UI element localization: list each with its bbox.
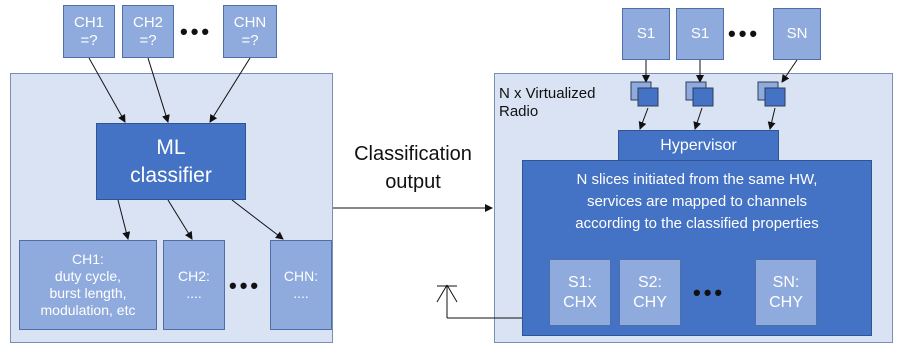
virt-line2: Radio [499,103,539,120]
channel-box-ch2: CH2 =? [122,5,174,58]
slice-top-label: SN [786,25,808,42]
slice-name: SN: [772,273,800,291]
main-text-line2: services are mapped to channels [586,193,808,210]
middle-line2: output [385,171,441,193]
main-text-line1: N slices initiated from the same HW, [576,171,818,188]
slice-top-label: S1 [690,25,710,42]
hypervisor-label: Hypervisor [660,137,737,154]
classifier-line2: classifier [130,163,212,187]
virtualized-radio-label: N x Virtualized Radio [499,85,595,121]
channel-value: =? [80,31,98,49]
slice-channel: CHY [633,293,667,311]
slice-name: S1: [567,273,592,291]
ellipsis-top-right: ••• [728,21,761,46]
output-line: CHN: [283,268,319,284]
slice-top-s1b: S1 [676,8,724,60]
ml-classifier-box: ML classifier [96,123,246,200]
slice-box-s1: S1: CHX [549,259,611,326]
channel-value: =? [241,31,259,49]
channel-box-chn: CHN =? [223,5,277,58]
channel-value: =? [139,31,157,49]
ellipsis-bottom-left: ••• [229,273,262,298]
middle-line1: Classification [354,143,472,165]
slice-box-sn: SN: CHY [755,259,817,326]
slice-channel: CHX [563,293,597,311]
classifier-line1: ML [156,135,186,159]
slice-box-s2: S2: CHY [619,259,681,326]
output-line: CH2: [178,268,210,284]
classification-output-label: Classification output [336,140,490,196]
output-box-ch2: CH2: .... [163,240,225,330]
output-line: .... [293,285,309,301]
channel-name: CHN [233,13,267,31]
slice-top-sn: SN [773,8,821,60]
virt-line1: N x Virtualized [499,85,596,102]
slice-name: S2: [637,273,662,291]
output-line: burst length, [49,285,127,301]
channel-name: CH1 [73,13,104,31]
ellipsis-top-left: ••• [180,19,213,44]
output-line: CH1: [72,251,104,267]
main-text-line3: according to the classified properties [575,215,819,232]
output-box-chn: CHN: .... [270,240,332,330]
slice-top-s1: S1 [622,8,670,60]
channel-name: CH2 [132,13,163,31]
ellipsis-bottom-right: ••• [693,280,726,305]
slice-top-label: S1 [636,25,656,42]
hypervisor-box: Hypervisor [618,130,779,162]
output-box-ch1: CH1: duty cycle, burst length, modulatio… [19,240,157,330]
output-line: .... [186,285,202,301]
slice-channel: CHY [769,293,803,311]
output-line: modulation, etc [40,302,136,318]
channel-box-ch1: CH1 =? [63,5,115,58]
output-line: duty cycle, [54,268,122,284]
